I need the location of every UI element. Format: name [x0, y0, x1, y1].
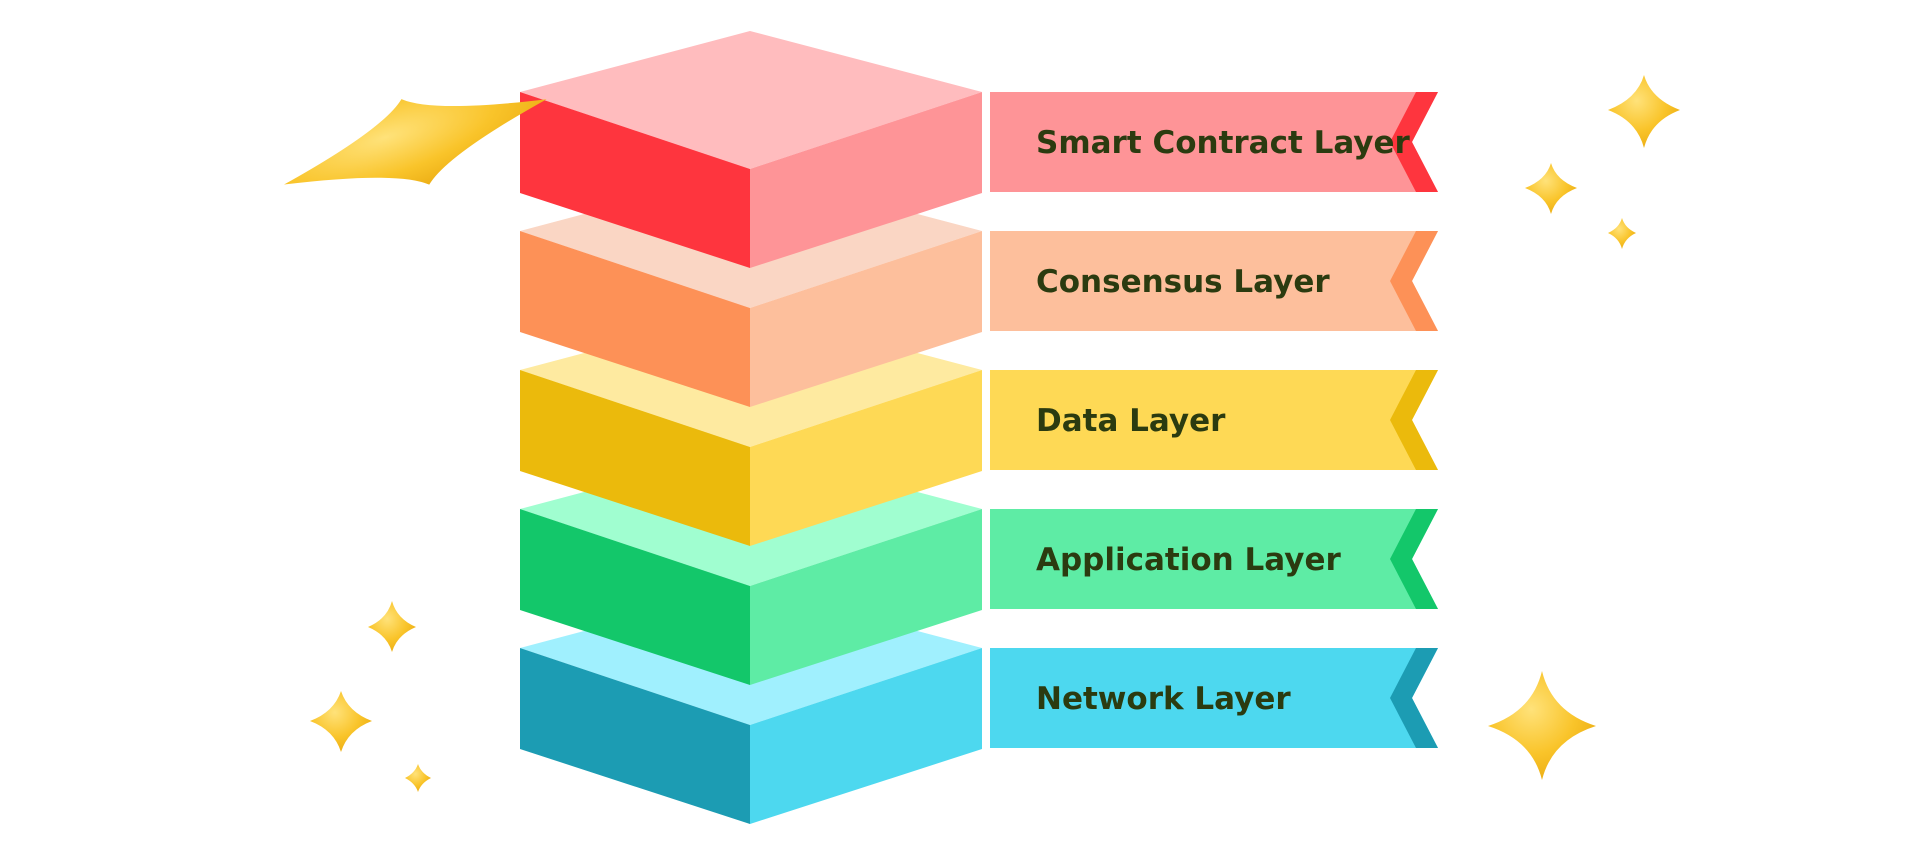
star-icon	[1608, 218, 1636, 249]
layer-ribbon	[990, 648, 1438, 748]
layer-ribbon	[990, 509, 1438, 609]
layer-right-face	[750, 92, 982, 268]
star-icon	[310, 691, 372, 752]
layer-right-face	[750, 648, 982, 824]
layer-ribbon	[990, 370, 1438, 470]
layer-stack: Network Layer Application Layer Data Layer…	[520, 31, 1438, 824]
layer-right-face	[750, 509, 982, 685]
star-icon	[1608, 75, 1680, 148]
layer-right-face	[750, 231, 982, 407]
ribbon-notch	[1390, 231, 1438, 331]
layer-label: Smart Contract Layer	[1036, 125, 1411, 161]
star-icon	[1525, 163, 1577, 214]
ribbon-notch	[1390, 92, 1438, 192]
star-icon	[368, 601, 416, 652]
large-star-icon	[284, 99, 547, 185]
ribbon-notch	[1390, 509, 1438, 609]
star-icon	[405, 764, 431, 792]
layer-label: Consensus Layer	[1036, 264, 1330, 300]
stars-decor	[310, 75, 1680, 792]
layer-top-face	[520, 31, 982, 169]
stars-left	[284, 99, 547, 185]
layer-left-face	[520, 92, 750, 268]
layer-label: Application Layer	[1036, 542, 1341, 578]
layer-left-face	[520, 648, 750, 824]
ribbon-notch	[1390, 370, 1438, 470]
layer-1: Smart Contract Layer	[520, 31, 1438, 268]
layer-left-face	[520, 370, 750, 546]
star-icon	[1488, 671, 1596, 780]
layer-left-face	[520, 231, 750, 407]
ribbon-notch	[1390, 648, 1438, 748]
layer-left-face	[520, 509, 750, 685]
layer-right-face	[750, 370, 982, 546]
layer-label: Network Layer	[1036, 681, 1291, 717]
layer-ribbon	[990, 231, 1438, 331]
layer-ribbon	[990, 92, 1438, 192]
layer-label: Data Layer	[1036, 403, 1226, 439]
